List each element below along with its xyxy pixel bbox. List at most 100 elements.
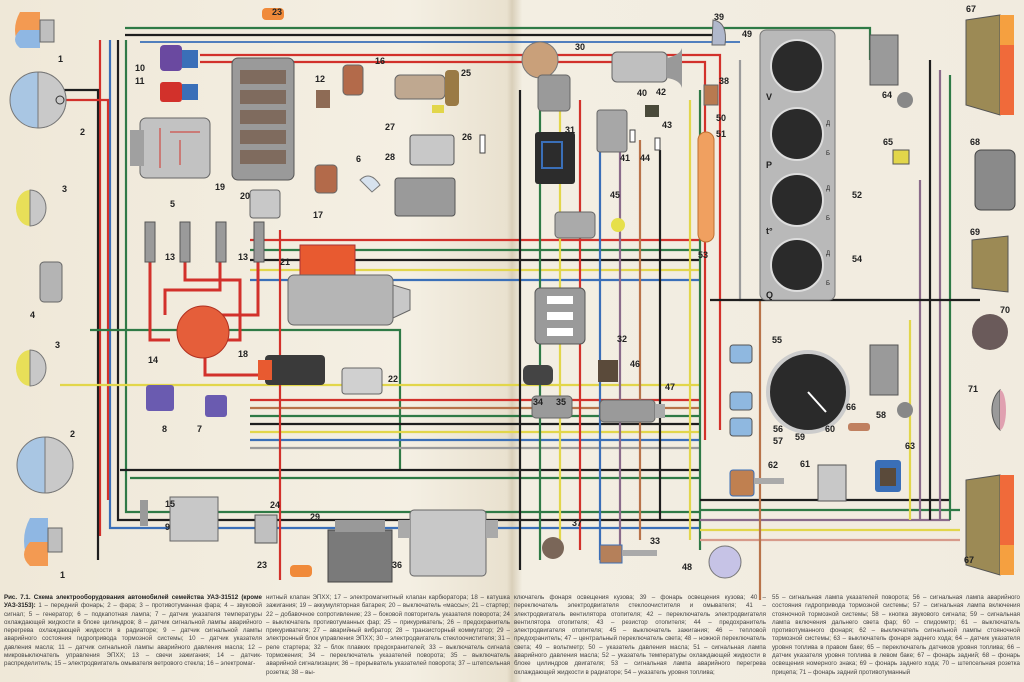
gauge-letter-v: V: [766, 92, 772, 102]
component-label-56: 56: [773, 424, 783, 434]
epxx-unit-29: [327, 520, 393, 583]
turn-interrupter-36: [398, 509, 498, 577]
component-label-52: 52: [852, 190, 862, 200]
front-lamp-1-top: [15, 12, 55, 48]
caption-text-3: ключатель фонаря освещения кузова; 39 – …: [514, 594, 766, 676]
component-label-67: 67: [964, 555, 974, 565]
component-label-10: 10: [135, 63, 145, 73]
figure-title: Рис. 7.1. Схема электрооборудования авто…: [4, 594, 262, 610]
terminal-b-t: Б: [826, 216, 830, 222]
caption-column-2: нитный клапан ЭПХХ; 17 – электромагнитны…: [266, 594, 510, 680]
component-label-18: 18: [238, 349, 248, 359]
component-label-2: 2: [80, 127, 85, 137]
component-label-49: 49: [742, 29, 752, 39]
component-label-51: 51: [716, 129, 726, 139]
gauge-letter-p: P: [766, 160, 772, 170]
wire-harness: [60, 26, 980, 600]
component-label-29: 29: [310, 512, 320, 522]
component-label-34: 34: [533, 397, 543, 407]
component-label-55: 55: [772, 335, 782, 345]
starter-relay-31: [535, 132, 575, 184]
foot-switch-48: [708, 545, 742, 579]
ribbon-connector-53: [697, 131, 715, 243]
distributor-14: [176, 305, 230, 359]
socket-37: [542, 537, 564, 559]
component-label-58: 58: [876, 410, 886, 420]
component-label-32: 32: [617, 334, 627, 344]
sensor-9-and-washer-15: [140, 496, 219, 542]
component-label-15: 15: [165, 499, 175, 509]
component-label-14: 14: [148, 355, 158, 365]
component-label-61: 61: [800, 459, 810, 469]
component-label-7: 7: [197, 424, 202, 434]
component-label-31: 31: [565, 125, 575, 135]
component-label-24: 24: [270, 500, 280, 510]
vibrator-27-commutator-28: [394, 134, 456, 217]
starter-21: [287, 244, 411, 326]
oil-sensors-10-11: [160, 45, 198, 102]
body-lamp-39-switch-38: [703, 19, 726, 106]
warning-lamps-55-56-57: [729, 344, 753, 437]
fog-light-switch-61: [817, 464, 847, 502]
generator-5: [130, 117, 211, 179]
component-label-35: 35: [556, 397, 566, 407]
component-label-25: 25: [461, 68, 471, 78]
component-label-57: 57: [773, 436, 783, 446]
trailer-socket-70: [972, 314, 1008, 350]
component-label-1: 1: [60, 570, 65, 580]
horn-4: [39, 261, 63, 303]
component-label-66: 66: [846, 402, 856, 412]
terminal-d-p: Д: [826, 121, 830, 127]
component-label-50: 50: [716, 113, 726, 123]
fuel-switch-65-horn-button-58: [848, 149, 910, 431]
component-label-43: 43: [662, 120, 672, 130]
terminal-b-q: Б: [826, 281, 830, 287]
component-label-26: 26: [462, 132, 472, 142]
component-label-3: 3: [55, 340, 60, 350]
plate-lamp-68: [974, 149, 1016, 211]
gauge-letter-t: t°: [766, 226, 773, 236]
epxx-valve-16-17: [314, 64, 364, 194]
component-label-39: 39: [714, 12, 724, 22]
component-label-6: 6: [356, 154, 361, 164]
component-label-37: 37: [572, 518, 582, 528]
terminal-d-q: Д: [826, 251, 830, 257]
component-label-53: 53: [698, 250, 708, 260]
turn-switch-34-hazard-35: [523, 365, 573, 419]
instrument-cluster: [759, 29, 836, 301]
component-label-63: 63: [905, 441, 915, 451]
component-label-5: 5: [170, 199, 175, 209]
component-label-20: 20: [240, 191, 250, 201]
component-label-11: 11: [135, 76, 145, 86]
caption-column-3: ключатель фонаря освещения кузова; 39 – …: [514, 594, 766, 680]
component-label-54: 54: [852, 254, 862, 264]
component-label-46: 46: [630, 359, 640, 369]
front-lamp-1-bottom: [24, 518, 63, 566]
component-label-69: 69: [970, 227, 980, 237]
component-label-13: 13: [238, 252, 248, 262]
sensors-7-8: [146, 385, 227, 417]
component-label-36: 36: [392, 560, 402, 570]
ignition-coil-18: [258, 355, 325, 385]
parking-brake-switch-62: [729, 469, 784, 497]
fuse-block-32: [534, 287, 586, 345]
component-label-67: 67: [966, 4, 976, 14]
component-label-28: 28: [385, 152, 395, 162]
headlamp-2-bottom: [16, 436, 74, 494]
rear-lamp-67-top: [965, 14, 1014, 116]
fuse-26: [479, 134, 486, 154]
component-label-48: 48: [682, 562, 692, 572]
component-label-4: 4: [30, 310, 35, 320]
component-label-3: 3: [62, 184, 67, 194]
wiper-switch-40: [611, 48, 682, 88]
fog-switch-24: [254, 514, 278, 544]
heater-switch-42-resistor-43-44: [629, 105, 661, 151]
component-label-60: 60: [825, 424, 835, 434]
component-label-59: 59: [795, 432, 805, 442]
heater-motor-41: [596, 109, 628, 153]
component-label-27: 27: [385, 122, 395, 132]
component-label-65: 65: [883, 137, 893, 147]
brake-switch-33: [599, 544, 657, 564]
